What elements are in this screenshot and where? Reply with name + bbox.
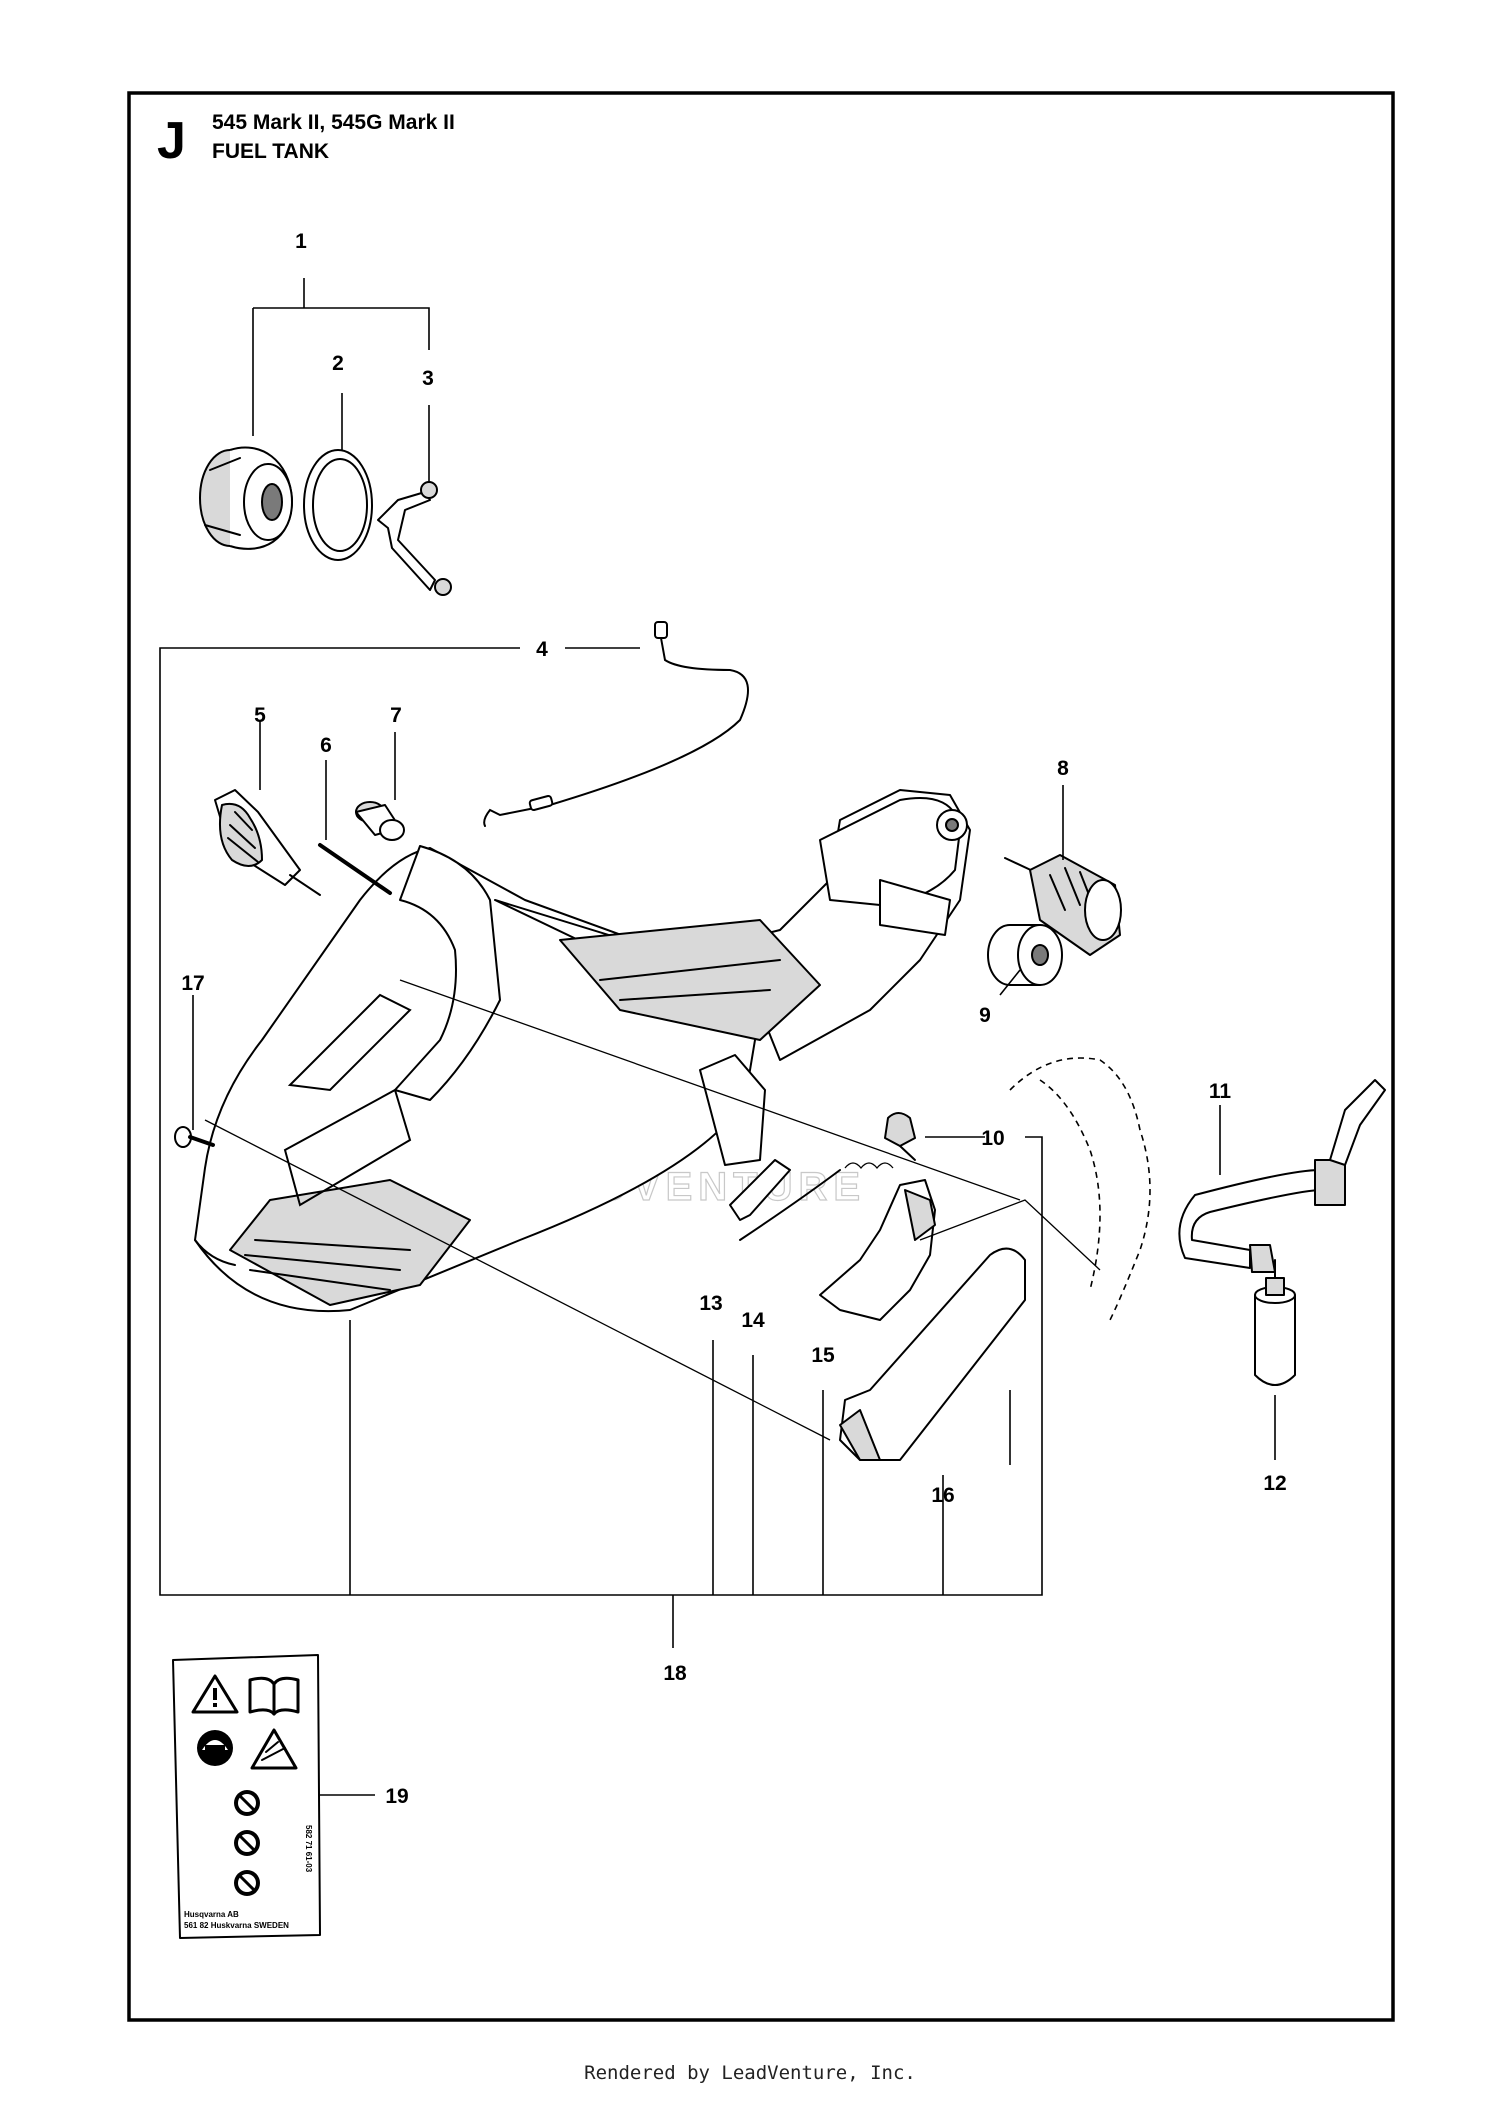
lever-part — [729, 1159, 791, 1221]
seal-ring-part — [303, 449, 373, 561]
callout-6: 6 — [320, 734, 332, 757]
sticker-address: 561 82 Huskvarna SWEDEN — [184, 1921, 289, 1930]
footer-credit: Rendered by LeadVenture, Inc. — [584, 2062, 916, 2084]
grommet-part — [884, 1112, 916, 1161]
cap-strap-part — [377, 481, 452, 596]
model-line: 545 Mark II, 545G Mark II — [212, 111, 455, 134]
callout-13: 13 — [699, 1292, 722, 1315]
bushing-part — [355, 801, 405, 841]
callout-12: 12 — [1263, 1472, 1286, 1495]
callout-19: 19 — [385, 1785, 408, 1808]
warning-triangle-icon — [191, 1674, 239, 1714]
callout-14: 14 — [741, 1309, 765, 1332]
manual-book-icon — [248, 1676, 300, 1716]
front-damper-part — [214, 789, 321, 896]
fuel-cap-assembly — [199, 278, 452, 596]
callout-4: 4 — [536, 638, 548, 661]
protective-gear-icon — [197, 1730, 233, 1766]
callout-3: 3 — [422, 367, 434, 390]
callout-1: 1 — [295, 230, 307, 253]
callout-5: 5 — [254, 704, 266, 727]
sticker-maker: Husqvarna AB — [184, 1910, 239, 1919]
warning-sticker: 582 71 61-03 Husqvarna AB 561 82 Huskvar… — [172, 1654, 321, 1939]
screw-part — [174, 1126, 215, 1148]
diagram-frame — [127, 91, 1395, 2022]
fuel-hose-part — [1009, 1057, 1386, 1321]
callout-9: 9 — [979, 1004, 991, 1027]
assembly-title: FUEL TANK — [212, 140, 329, 163]
rear-damper-part — [1004, 854, 1122, 956]
fuel-filter-part — [1254, 1259, 1296, 1386]
no-fire-icon — [234, 1870, 260, 1896]
callout-7: 7 — [390, 704, 402, 727]
fuel-cap-part — [199, 446, 293, 550]
handle-cover-part — [839, 1247, 1026, 1461]
buffer-part — [987, 924, 1063, 986]
no-smoking-icon — [234, 1830, 260, 1856]
callout-18: 18 — [663, 1662, 687, 1685]
callout-11: 11 — [1209, 1080, 1232, 1103]
one-hand-prohibited-icon — [234, 1790, 260, 1816]
throttle-trigger-part — [819, 1179, 936, 1321]
section-letter: J — [157, 112, 186, 170]
throttle-wire-part — [483, 621, 749, 827]
callout-10: 10 — [981, 1127, 1004, 1150]
callout-8: 8 — [1057, 757, 1069, 780]
callout-2: 2 — [332, 352, 344, 375]
damper-pin-part — [318, 843, 392, 895]
sticker-part-code: 582 71 61-03 — [304, 1825, 313, 1873]
kickback-warning-icon — [250, 1728, 298, 1770]
callout-labels: 1 2 3 4 5 6 7 8 9 10 11 12 13 14 15 16 1… — [181, 230, 1286, 1808]
callout-17: 17 — [181, 972, 204, 995]
callout-15: 15 — [811, 1344, 835, 1367]
leader-lines — [159, 647, 1276, 1796]
callout-16: 16 — [931, 1484, 954, 1507]
spring-part — [739, 1162, 894, 1241]
fuel-tank-body — [194, 789, 971, 1313]
